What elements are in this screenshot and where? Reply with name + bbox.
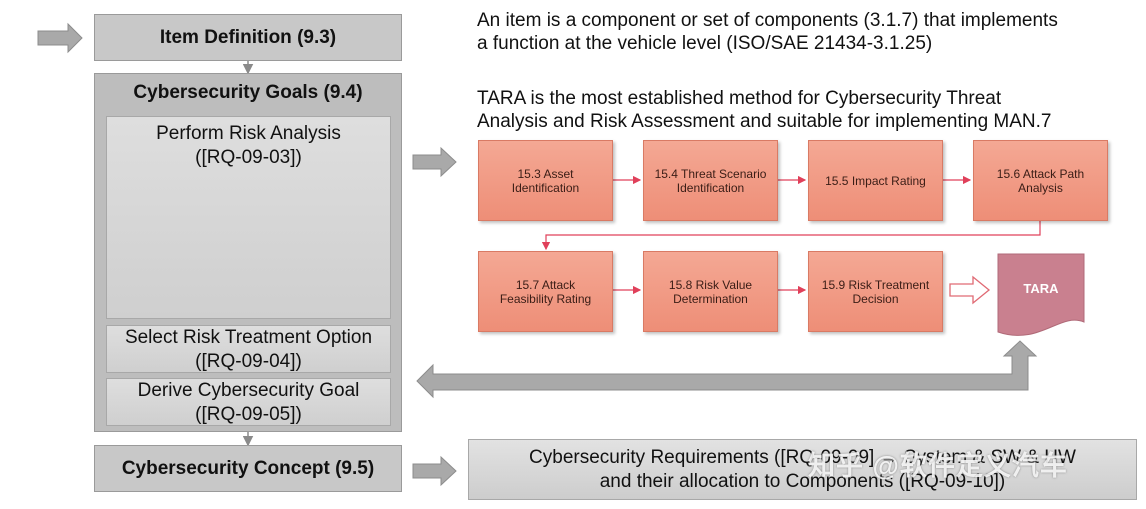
- cybersecurity-concept-box: Cybersecurity Concept (9.5): [94, 445, 402, 492]
- item-description: An item is a component or set of compone…: [477, 9, 1137, 55]
- step-attack-feasibility-rating: 15.7 Attack Feasibility Rating: [478, 251, 613, 332]
- step-label-line2: Analysis: [1018, 180, 1063, 195]
- step-risk-treatment-decision: 15.9 Risk Treatment Decision: [808, 251, 943, 332]
- risk-treatment-label: Select Risk Treatment Option: [124, 327, 373, 348]
- step-label-line1: 15.9 Risk Treatment: [821, 277, 930, 292]
- risk-treatment-ref: ([RQ-09-04]): [195, 351, 302, 372]
- risk-treatment-box: Select Risk Treatment Option ([RQ-09-04]…: [106, 325, 391, 373]
- derive-goal-ref: ([RQ-09-05]): [195, 404, 302, 425]
- step-threat-scenario-identification: 15.4 Threat Scenario Identification: [643, 140, 778, 221]
- requirements-line2: and their allocation to Components ([RQ-…: [599, 470, 1006, 492]
- return-arrow: [416, 340, 1038, 399]
- risk-analysis-label: Perform Risk Analysis: [156, 123, 341, 144]
- flow-arrow-wrap: [541, 221, 1041, 251]
- step-label-line1: 15.3 Asset: [517, 166, 574, 181]
- item-description-line1: An item is a component or set of compone…: [477, 10, 1058, 31]
- arrow-to-tara-doc: [949, 275, 991, 305]
- step-label-line1: 15.4 Threat Scenario: [654, 166, 767, 181]
- step-impact-rating: 15.5 Impact Rating: [808, 140, 943, 221]
- cybersecurity-concept-label: Cybersecurity Concept (9.5): [121, 457, 375, 479]
- tara-description: TARA is the most established method for …: [477, 87, 1137, 133]
- arrow-to-tara-flow: [412, 146, 457, 178]
- input-arrow: [37, 22, 83, 54]
- step-label-line1: 15.5 Impact Rating: [825, 173, 926, 188]
- cybersecurity-goals-title: Cybersecurity Goals (9.4): [133, 82, 363, 103]
- tara-document: [997, 253, 1085, 336]
- requirements-line1: Cybersecurity Requirements ([RQ-09-09] →…: [529, 446, 1076, 468]
- derive-goal-box: Derive Cybersecurity Goal ([RQ-09-05]): [106, 378, 391, 426]
- watermark: 知乎 @软件定义汽车: [808, 451, 1068, 481]
- step-label-line2: Identification: [511, 180, 580, 195]
- item-definition-label: Item Definition (9.3): [159, 26, 337, 48]
- step-label-line1: 15.7 Attack: [515, 277, 576, 292]
- cybersecurity-requirements-box: Cybersecurity Requirements ([RQ-09-09] →…: [468, 439, 1137, 500]
- step-label-line2: Feasibility Rating: [499, 291, 592, 306]
- step-risk-value-determination: 15.8 Risk Value Determination: [643, 251, 778, 332]
- step-label-line2: Identification: [676, 180, 745, 195]
- item-description-line2: a function at the vehicle level (ISO/SAE…: [477, 33, 933, 54]
- step-label-line2: Determination: [673, 291, 748, 306]
- step-label-line1: 15.8 Risk Value: [668, 277, 753, 292]
- step-asset-identification: 15.3 Asset Identification: [478, 140, 613, 221]
- step-label-line1: 15.6 Attack Path: [996, 166, 1085, 181]
- derive-goal-label: Derive Cybersecurity Goal: [137, 380, 360, 401]
- step-label-line2: Decision: [852, 291, 899, 306]
- tara-description-line1: TARA is the most established method for …: [477, 88, 1002, 109]
- tara-description-line2: Analysis and Risk Assessment and suitabl…: [477, 111, 1052, 132]
- tara-label: TARA: [1023, 280, 1059, 296]
- item-definition-box: Item Definition (9.3): [94, 14, 402, 61]
- risk-analysis-box: Perform Risk Analysis ([RQ-09-03]): [106, 116, 391, 319]
- arrow-to-requirements: [412, 455, 457, 487]
- cybersecurity-goals-box: Cybersecurity Goals (9.4) Perform Risk A…: [94, 73, 402, 432]
- step-attack-path-analysis: 15.6 Attack Path Analysis: [973, 140, 1108, 221]
- risk-analysis-ref: ([RQ-09-03]): [195, 147, 302, 168]
